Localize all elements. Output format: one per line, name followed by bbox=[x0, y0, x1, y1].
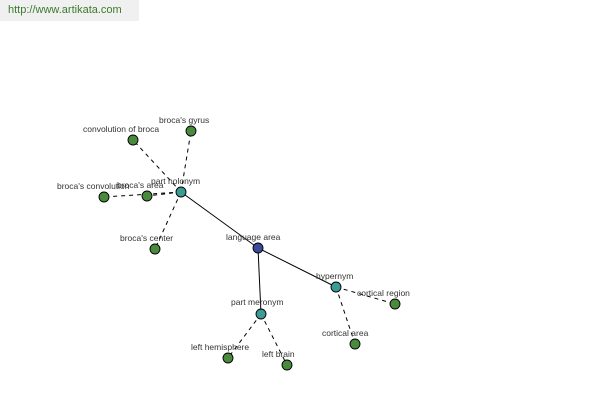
label-language-area: language area bbox=[226, 232, 281, 242]
source-url-link[interactable]: http://www.artikata.com bbox=[8, 4, 122, 16]
node-hypernym[interactable] bbox=[330, 281, 342, 293]
label-cortical-area: cortical area bbox=[322, 328, 369, 338]
edge-holonym-to-brocas-convolution bbox=[103, 191, 182, 198]
label-brocas-area: broca's area bbox=[117, 180, 164, 190]
edge-hypernym-to-cortical-area bbox=[335, 286, 356, 345]
edge-holonym-to-convolution-of-broca bbox=[132, 139, 182, 193]
edge-meronym-to-left-hemisphere bbox=[227, 313, 262, 359]
edge-hypernym-to-cortical-region bbox=[335, 286, 396, 305]
node-part-holonym[interactable] bbox=[175, 186, 187, 198]
graph-labels: language area part holonym part meronym … bbox=[57, 115, 410, 359]
node-left-brain[interactable] bbox=[281, 359, 293, 371]
node-brocas-convolution[interactable] bbox=[98, 191, 110, 203]
label-convolution-of-broca: convolution of broca bbox=[83, 124, 159, 134]
label-left-hemisphere: left hemisphere bbox=[191, 342, 249, 352]
node-brocas-area[interactable] bbox=[141, 190, 153, 202]
node-brocas-center[interactable] bbox=[149, 243, 161, 255]
graph-nodes bbox=[98, 125, 401, 371]
node-cortical-area[interactable] bbox=[349, 338, 361, 350]
label-hypernym: hypernym bbox=[316, 271, 353, 281]
label-brocas-center: broca's center bbox=[120, 233, 173, 243]
node-part-meronym[interactable] bbox=[255, 308, 267, 320]
node-left-hemisphere[interactable] bbox=[222, 352, 234, 364]
edge-center-to-hypernym bbox=[257, 247, 337, 288]
source-url-banner: http://www.artikata.com bbox=[0, 0, 139, 21]
node-cortical-region[interactable] bbox=[389, 298, 401, 310]
edge-meronym-to-left-brain bbox=[260, 313, 288, 366]
edge-holonym-to-brocas-center bbox=[154, 191, 182, 250]
edge-center-to-meronym bbox=[257, 247, 262, 315]
edge-holonym-to-brocas-gyrus bbox=[180, 130, 192, 193]
graph-edges bbox=[103, 130, 396, 366]
label-part-holonym: part holonym bbox=[151, 176, 200, 186]
label-part-meronym: part meronym bbox=[231, 297, 283, 307]
node-brocas-gyrus[interactable] bbox=[185, 125, 197, 137]
edge-holonym-to-brocas-area bbox=[146, 191, 182, 197]
label-cortical-region: cortical region bbox=[357, 288, 410, 298]
edge-center-to-holonym bbox=[180, 191, 259, 249]
node-convolution-of-broca[interactable] bbox=[127, 134, 139, 146]
node-language-area[interactable] bbox=[252, 242, 264, 254]
label-brocas-gyrus: broca's gyrus bbox=[159, 115, 209, 125]
label-left-brain: left brain bbox=[262, 349, 295, 359]
label-brocas-convolution: broca's convolution bbox=[57, 181, 130, 191]
